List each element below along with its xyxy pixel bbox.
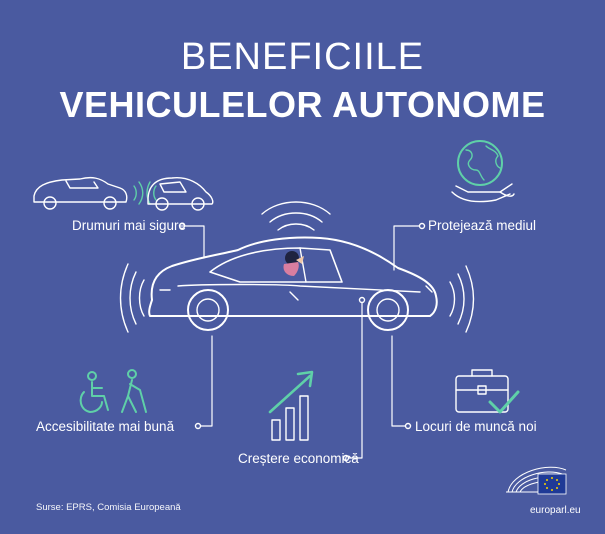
briefcase-check-icon (455, 369, 520, 414)
growth-chart-icon (268, 370, 314, 441)
label-growth: Creștere economică (238, 451, 359, 466)
main-car (148, 236, 438, 331)
label-jobs: Locuri de muncă noi (415, 419, 537, 434)
website-domain: europarl.eu (530, 505, 581, 516)
globe-hand-icon (451, 140, 515, 203)
cars-communication-icon (33, 176, 214, 211)
european-parliament-logo (506, 466, 567, 495)
sources-note: Surse: EPRS, Comisia Europeană (36, 502, 181, 513)
label-safer-roads: Drumuri mai sigure (72, 218, 187, 233)
sensor-waves (119, 201, 475, 333)
title-line-2: VEHICULELOR AUTONOME (59, 84, 546, 125)
label-accessibility: Accesibilitate mai bună (36, 419, 175, 434)
accessibility-people-icon (79, 369, 147, 413)
title-line-1: BENEFICIILE (180, 36, 425, 78)
label-environment: Protejează mediul (428, 218, 537, 233)
driver-figure (283, 251, 304, 276)
